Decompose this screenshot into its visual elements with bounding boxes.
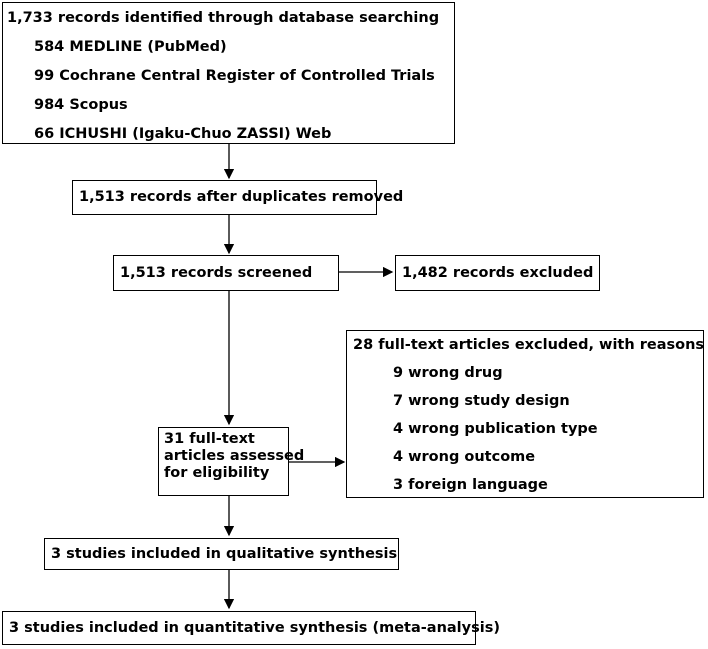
full-text-assessed-line-3: for eligibility [164, 465, 270, 481]
source-scopus: 984 Scopus [34, 97, 128, 113]
duplicates-removed-text: 1,513 records after duplicates removed [79, 189, 404, 205]
full-text-assessed-box: 31 full-text articles assessed for eligi… [158, 427, 305, 496]
full-text-assessed-line-1: 31 full-text [164, 431, 255, 447]
reason-wrong-publication-type: 4 wrong publication type [393, 421, 598, 437]
identification-title: 1,733 records identified through databas… [7, 10, 440, 26]
reason-wrong-study-design: 7 wrong study design [393, 393, 570, 409]
records-screened-text: 1,513 records screened [120, 265, 313, 281]
qualitative-synthesis-text: 3 studies included in qualitative synthe… [51, 546, 398, 562]
records-excluded-text: 1,482 records excluded [402, 265, 594, 281]
full-text-excluded-title: 28 full-text articles excluded, with rea… [353, 337, 705, 353]
quantitative-synthesis-box: 3 studies included in quantitative synth… [2, 611, 500, 645]
source-medline: 584 MEDLINE (PubMed) [34, 39, 227, 55]
reason-wrong-drug: 9 wrong drug [393, 365, 503, 381]
full-text-excluded-box: 28 full-text articles excluded, with rea… [346, 330, 704, 498]
quantitative-synthesis-text: 3 studies included in quantitative synth… [9, 620, 500, 636]
duplicates-removed-box: 1,513 records after duplicates removed [72, 180, 404, 215]
reason-foreign-language: 3 foreign language [393, 477, 548, 493]
reason-wrong-outcome: 4 wrong outcome [393, 449, 536, 465]
source-cochrane: 99 Cochrane Central Register of Controll… [34, 68, 435, 84]
qualitative-synthesis-box: 3 studies included in qualitative synthe… [44, 538, 399, 570]
source-ichushi: 66 ICHUSHI (Igaku-Chuo ZASSI) Web [34, 126, 332, 142]
records-screened-box: 1,513 records screened [113, 255, 339, 291]
records-excluded-box: 1,482 records excluded [395, 255, 600, 291]
full-text-assessed-line-2: articles assessed [164, 448, 305, 464]
identification-box: 1,733 records identified through databas… [2, 2, 455, 144]
